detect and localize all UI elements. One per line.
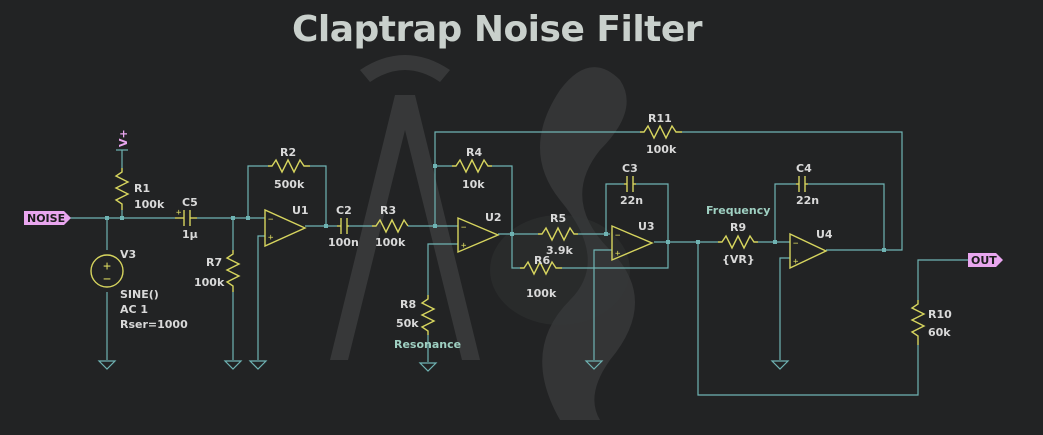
c2-ref: C2 xyxy=(336,204,352,217)
r6-ref: R6 xyxy=(534,254,550,267)
svg-text:+: + xyxy=(268,233,274,243)
c4-capacitor[interactable] xyxy=(796,176,808,192)
r11-resistor[interactable] xyxy=(640,124,682,140)
r8-ref: R8 xyxy=(400,298,416,311)
svg-text:−: − xyxy=(103,272,111,287)
noise-input-flag[interactable]: NOISE xyxy=(24,211,71,225)
v3-source[interactable]: + − xyxy=(90,254,124,288)
v3-ref: V3 xyxy=(120,248,136,261)
r4-resistor[interactable] xyxy=(452,158,492,174)
svg-text:+: + xyxy=(615,249,621,259)
r7-resistor[interactable] xyxy=(225,250,241,292)
r3-value: 100k xyxy=(375,236,406,249)
u2-opamp[interactable]: − + xyxy=(457,216,500,254)
svg-text:+: + xyxy=(176,208,182,218)
svg-text:+: + xyxy=(793,257,799,267)
r9-value: {VR} xyxy=(722,253,755,266)
c5-value: 1µ xyxy=(182,228,198,241)
u4-ref: U4 xyxy=(816,228,833,241)
c2-capacitor[interactable] xyxy=(337,218,349,234)
r1-ref: R1 xyxy=(134,182,150,195)
c2-value: 100n xyxy=(328,236,359,249)
r2-value: 500k xyxy=(274,178,305,191)
svg-text:−: − xyxy=(268,215,274,225)
u1-ref: U1 xyxy=(292,204,309,217)
v3-spec-0: SINE() xyxy=(120,288,159,301)
r4-value: 10k xyxy=(462,178,485,191)
c5-capacitor[interactable]: + xyxy=(175,208,197,226)
u4-opamp[interactable]: − + xyxy=(789,232,828,270)
c3-ref: C3 xyxy=(622,162,638,175)
resonance-label: Resonance xyxy=(394,338,461,351)
r7-ref: R7 xyxy=(206,256,222,269)
r1-value: 100k xyxy=(134,198,165,211)
r8-value: 50k xyxy=(396,317,419,330)
page-title: Claptrap Noise Filter xyxy=(292,9,703,50)
watermark-logo xyxy=(330,55,635,420)
r2-ref: R2 xyxy=(280,146,296,159)
v3-spec-1: AC 1 xyxy=(120,303,148,316)
r7-value: 100k xyxy=(194,276,225,289)
r10-value: 60k xyxy=(928,326,951,339)
c3-capacitor[interactable] xyxy=(624,176,636,192)
u3-opamp[interactable]: − + xyxy=(611,224,654,262)
svg-text:+: + xyxy=(103,259,111,274)
r3-ref: R3 xyxy=(380,204,396,217)
r10-ref: R10 xyxy=(928,308,952,321)
junctions xyxy=(105,164,886,252)
u3-ref: U3 xyxy=(638,220,655,233)
r5-value: 3.9k xyxy=(546,244,573,257)
ground-symbols xyxy=(97,360,790,372)
r11-value: 100k xyxy=(646,143,677,156)
r6-resistor[interactable] xyxy=(520,260,562,276)
r5-resistor[interactable] xyxy=(538,226,578,242)
r3-resistor[interactable] xyxy=(372,218,409,234)
u1-opamp[interactable]: − + xyxy=(264,208,307,248)
r10-resistor[interactable] xyxy=(910,300,926,345)
c4-value: 22n xyxy=(796,194,819,207)
svg-text:−: − xyxy=(615,231,621,241)
r8-resistor[interactable] xyxy=(420,295,436,335)
c4-ref: C4 xyxy=(796,162,812,175)
svg-text:OUT: OUT xyxy=(971,254,997,267)
svg-text:−: − xyxy=(793,239,799,249)
svg-text:V+: V+ xyxy=(117,129,130,147)
svg-text:NOISE: NOISE xyxy=(27,212,65,225)
c3-value: 22n xyxy=(620,194,643,207)
vplus-flag[interactable]: V+ xyxy=(116,129,130,151)
r11-ref: R11 xyxy=(648,112,672,125)
v3-spec-2: Rser=1000 xyxy=(120,318,188,331)
r9-ref: R9 xyxy=(730,221,746,234)
out-flag[interactable]: OUT xyxy=(968,253,1003,267)
svg-text:−: − xyxy=(461,223,467,233)
r9-resistor[interactable] xyxy=(718,234,758,250)
r5-ref: R5 xyxy=(550,212,566,225)
r6-value: 100k xyxy=(526,287,557,300)
u2-ref: U2 xyxy=(485,211,502,224)
c5-ref: C5 xyxy=(182,196,198,209)
r4-ref: R4 xyxy=(466,146,482,159)
r2-resistor[interactable] xyxy=(268,158,310,174)
r1-resistor[interactable] xyxy=(114,168,130,210)
svg-text:+: + xyxy=(461,241,467,251)
frequency-label: Frequency xyxy=(706,204,770,217)
